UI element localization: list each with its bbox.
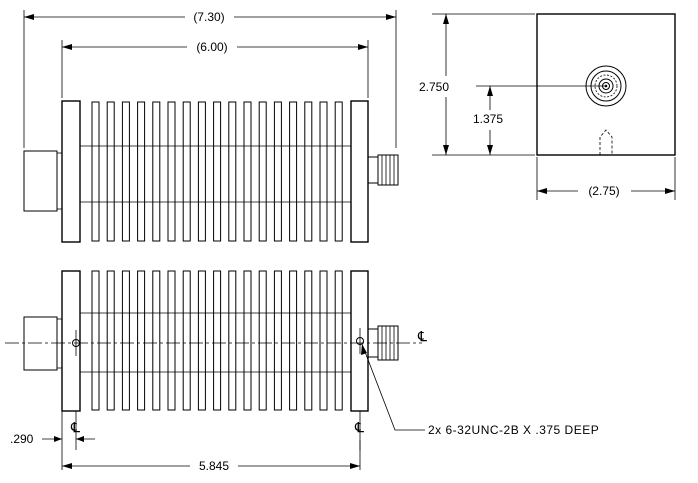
fin [319,270,328,411]
fin [289,270,298,411]
hole-spacing-label: 5.845 [199,459,229,473]
fin [334,270,343,411]
bottom-left-flange [61,270,81,412]
fin [121,101,130,242]
fin [289,101,298,242]
fin [319,101,328,242]
fin [152,101,161,242]
fin [258,101,267,242]
overall-length-label: (7.30) [193,10,224,24]
fin [137,270,146,411]
fin [304,101,313,242]
fin [197,270,206,411]
fin [243,101,252,242]
fin [228,101,237,242]
fin [228,270,237,411]
hole-callout: 2x 6-32UNC-2B X .375 DEEP [361,343,599,437]
width-dimension: (2.75) [536,157,676,200]
fin [197,101,206,242]
bottom-right-connector [367,325,399,361]
end-face [536,13,676,156]
fin [91,101,100,242]
center-height-label: 1.375 [473,112,503,126]
top-view: (7.30) (6.00) [23,10,399,243]
right-connector [367,154,399,186]
height-dimension: 2.750 [419,13,535,156]
hole-offset-dimension: .290 [10,411,95,470]
left-hole-centerline-symbol: ℄ [70,419,80,435]
fin [334,101,343,242]
right-flange [350,100,369,243]
end-view: 2.750 1.375 [419,13,676,200]
body-length-dimension: (6.00) [61,40,369,98]
right-hole-centerline-symbol: ℄ [354,419,364,435]
width-label: (2.75) [588,184,619,198]
fin [304,270,313,411]
fin [167,101,176,242]
fin [213,270,222,411]
center-height-dimension: 1.375 [473,85,606,155]
end-connector [585,65,627,107]
bottom-heat-sink-fins [80,270,351,411]
fin [273,101,282,242]
fin [167,270,176,411]
fin [273,270,282,411]
body-length-label: (6.00) [196,40,227,54]
fin [121,270,130,411]
fin [182,270,191,411]
fin [213,101,222,242]
mounting-hole-right [356,328,364,354]
left-connector [23,150,63,212]
bottom-right-flange [350,270,369,412]
bottom-view: ℄ ℄ ℄ .290 5.845 2x 6-32UNC-2B X .3 [5,270,599,473]
fin [106,270,115,411]
bottom-left-connector [23,316,63,371]
hole-spacing-dimension: 5.845 [62,440,361,473]
hole-callout-label: 2x 6-32UNC-2B X .375 DEEP [428,423,599,437]
fin [106,101,115,242]
fin [91,270,100,411]
hole-offset-label: .290 [10,432,34,446]
left-flange [61,100,81,243]
fin [182,101,191,242]
hidden-tapped-hole [599,129,613,155]
fin [137,101,146,242]
fin [243,270,252,411]
heat-sink-fins [80,101,351,242]
fin [258,270,267,411]
height-label: 2.750 [419,80,449,94]
connector-centerline-symbol: ℄ [417,328,427,344]
mounting-hole-left [72,330,80,356]
fin [152,270,161,411]
overall-length-dimension: (7.30) [23,10,397,148]
